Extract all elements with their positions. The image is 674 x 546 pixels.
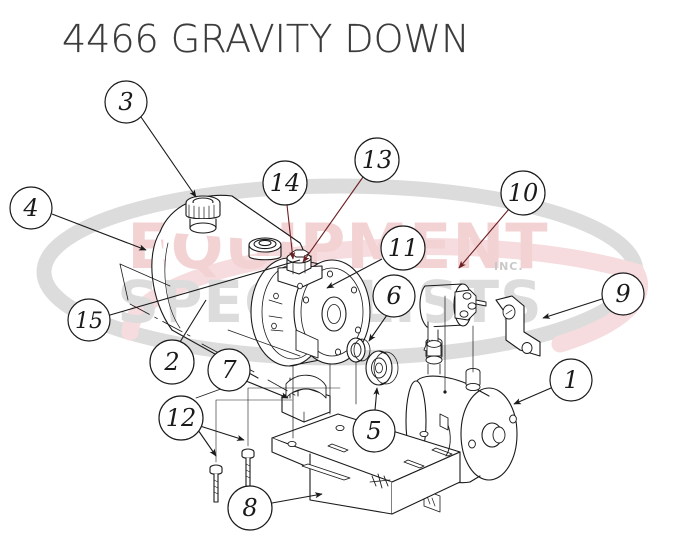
callout-9-leader: [542, 298, 603, 319]
callout-15-label: 15: [75, 309, 103, 334]
callout-11[interactable]: 11: [326, 225, 426, 289]
reservoir-filler-cap: [185, 195, 221, 234]
pump-manifold-body: [250, 249, 371, 367]
callout-5-leader: [373, 387, 380, 411]
suction-filter-bracket: [281, 374, 331, 423]
callout-10-leader: [458, 208, 510, 269]
callout-4-leader: [51, 213, 147, 251]
assembly-tie-lines: [292, 361, 357, 439]
callout-11-leader: [326, 258, 383, 289]
callout-14[interactable]: 14: [262, 160, 308, 260]
mounting-bolts: [209, 387, 341, 503]
callout-6-label: 6: [386, 282, 401, 310]
seal-washer-6: [346, 337, 371, 363]
callout-4[interactable]: 4: [9, 186, 147, 251]
callout-5-label: 5: [366, 417, 381, 445]
callout-8-leader: [271, 492, 323, 504]
callout-15-leader: [109, 259, 301, 316]
callout-6-leader: [368, 314, 388, 342]
callout-15[interactable]: 15: [67, 259, 301, 342]
tank-port-ring: [248, 237, 282, 261]
callout-6-bubble[interactable]: [372, 274, 416, 318]
callout-4-bubble[interactable]: [9, 186, 53, 230]
callout-2[interactable]: 2: [149, 299, 207, 385]
callout-7[interactable]: 7: [207, 348, 289, 399]
callouts-layer: 3 4 14 13: [9, 80, 645, 531]
callout-7-label: 7: [221, 356, 237, 384]
callout-12-label: 12: [166, 404, 197, 432]
callout-3-label: 3: [118, 88, 133, 116]
callout-10[interactable]: 10: [458, 170, 546, 269]
page-title: 4466 GRAVITY DOWN: [62, 17, 470, 61]
callout-12-bubble[interactable]: [158, 395, 204, 441]
watermark-line3: INC.: [494, 260, 524, 273]
callout-14-bubble[interactable]: [262, 160, 308, 206]
callout-12[interactable]: 12: [158, 395, 245, 457]
mounting-bracket-9: [495, 295, 541, 357]
callout-3-leader: [140, 116, 197, 198]
callout-13-bubble[interactable]: [354, 137, 400, 183]
callout-3-bubble[interactable]: [104, 80, 148, 124]
callout-15-bubble[interactable]: [67, 298, 111, 342]
callout-8-label: 8: [242, 494, 257, 522]
callout-9-label: 9: [615, 280, 630, 308]
callout-13[interactable]: 13: [302, 137, 400, 263]
callout-1-label: 1: [563, 366, 578, 394]
hydraulic-fittings: [426, 340, 442, 357]
callout-1-leader: [513, 387, 552, 405]
callout-11-bubble[interactable]: [380, 225, 426, 271]
coupler-ring-5: [365, 350, 399, 386]
callout-4-label: 4: [22, 194, 38, 222]
callout-7-bubble[interactable]: [207, 348, 251, 392]
callout-13-label: 13: [362, 146, 393, 174]
callout-8[interactable]: 8: [227, 485, 323, 531]
callout-1-bubble[interactable]: [549, 358, 593, 402]
callout-9[interactable]: 9: [542, 272, 645, 319]
callout-14-label: 14: [270, 169, 301, 197]
callout-9-bubble[interactable]: [601, 272, 645, 316]
callout-2-label: 2: [163, 348, 179, 376]
callout-2-bubble[interactable]: [149, 339, 195, 385]
callout-3[interactable]: 3: [104, 80, 197, 198]
callout-12-leader-b: [199, 425, 245, 441]
callout-10-label: 10: [508, 179, 539, 207]
callout-1[interactable]: 1: [513, 358, 593, 405]
callout-10-bubble[interactable]: [500, 170, 546, 216]
callout-7-leader: [245, 380, 289, 399]
callout-8-bubble[interactable]: [227, 485, 273, 531]
callout-5-bubble[interactable]: [352, 409, 396, 453]
callout-2-leader: [179, 299, 207, 343]
callout-6[interactable]: 6: [368, 274, 416, 342]
callout-14-leader: [286, 204, 296, 260]
callout-11-label: 11: [388, 234, 419, 262]
callout-5[interactable]: 5: [352, 387, 396, 453]
callout-13-leader: [302, 176, 364, 263]
callout-12-leader-a: [197, 429, 217, 457]
